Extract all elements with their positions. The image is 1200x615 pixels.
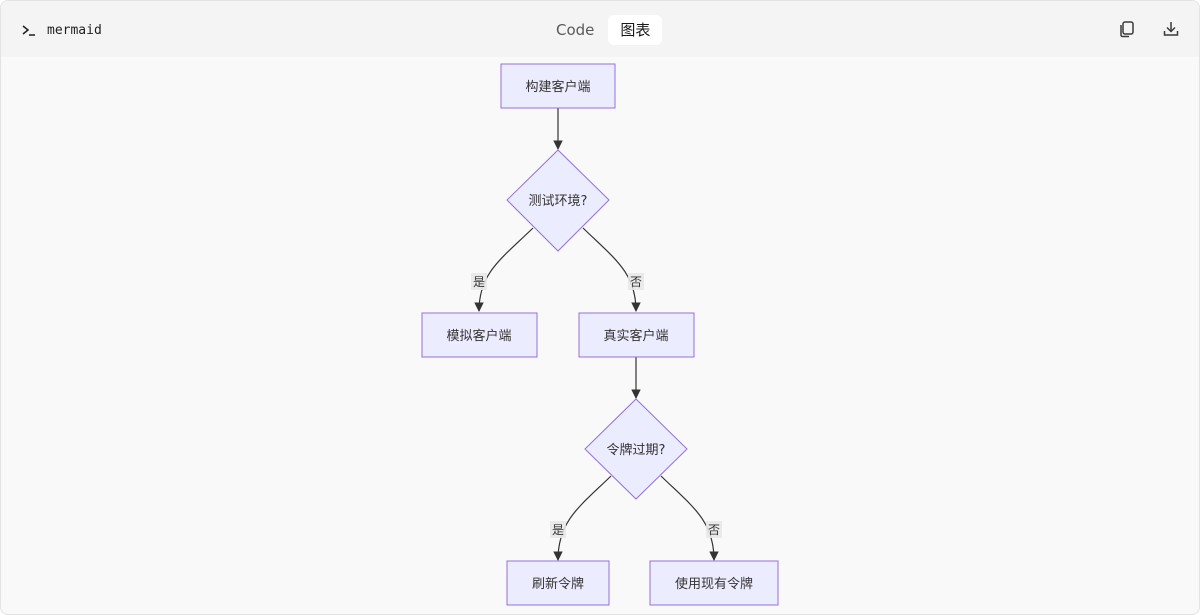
- view-tabs: Code 图表: [544, 15, 663, 45]
- svg-text:测试环境?: 测试环境?: [529, 194, 588, 209]
- node-real-client[interactable]: 真实客户端: [578, 312, 695, 358]
- svg-text:是: 是: [552, 523, 564, 537]
- edge-label-test-yes: 是: [471, 273, 487, 290]
- language-label: mermaid: [21, 20, 102, 40]
- svg-text:使用现有令牌: 使用现有令牌: [675, 576, 753, 592]
- svg-text:模拟客户端: 模拟客户端: [446, 328, 511, 344]
- edge-label-token-yes: 是: [550, 521, 566, 538]
- node-refresh-token[interactable]: 刷新令牌: [506, 560, 610, 606]
- code-block-toolbar: mermaid Code 图表: [1, 1, 1199, 57]
- edge-label-token-no: 否: [706, 521, 722, 538]
- svg-text:刷新令牌: 刷新令牌: [532, 576, 584, 592]
- svg-text:真实客户端: 真实客户端: [603, 328, 668, 344]
- flowchart-canvas: 是 否 是 否 构建客户端 测试环境? 模拟客户端 真实客户: [421, 63, 779, 606]
- node-use-existing-token[interactable]: 使用现有令牌: [649, 560, 779, 606]
- download-icon: [1163, 22, 1179, 36]
- language-name: mermaid: [47, 22, 102, 38]
- node-token-expired-decision[interactable]: 令牌过期?: [584, 398, 688, 500]
- download-button[interactable]: [1160, 18, 1182, 40]
- edge-token-to-refresh: [553, 475, 612, 561]
- svg-text:是: 是: [473, 275, 485, 289]
- svg-text:否: 否: [708, 523, 720, 537]
- tab-diagram[interactable]: 图表: [608, 15, 663, 45]
- node-build-client[interactable]: 构建客户端: [500, 63, 616, 109]
- copy-icon: [1120, 21, 1134, 38]
- edge-test-to-mock: [474, 227, 534, 312]
- edge-test-to-real: [582, 227, 641, 312]
- tab-code[interactable]: Code: [556, 21, 595, 39]
- node-mock-client[interactable]: 模拟客户端: [421, 312, 538, 358]
- svg-text:否: 否: [630, 275, 642, 289]
- edge-label-test-no: 否: [628, 273, 644, 290]
- edge-token-to-use: [660, 475, 719, 561]
- terminal-icon: [22, 25, 35, 36]
- svg-text:构建客户端: 构建客户端: [525, 79, 590, 95]
- copy-button[interactable]: [1116, 18, 1138, 40]
- node-test-env-decision[interactable]: 测试环境?: [506, 149, 610, 252]
- svg-text:令牌过期?: 令牌过期?: [607, 442, 666, 458]
